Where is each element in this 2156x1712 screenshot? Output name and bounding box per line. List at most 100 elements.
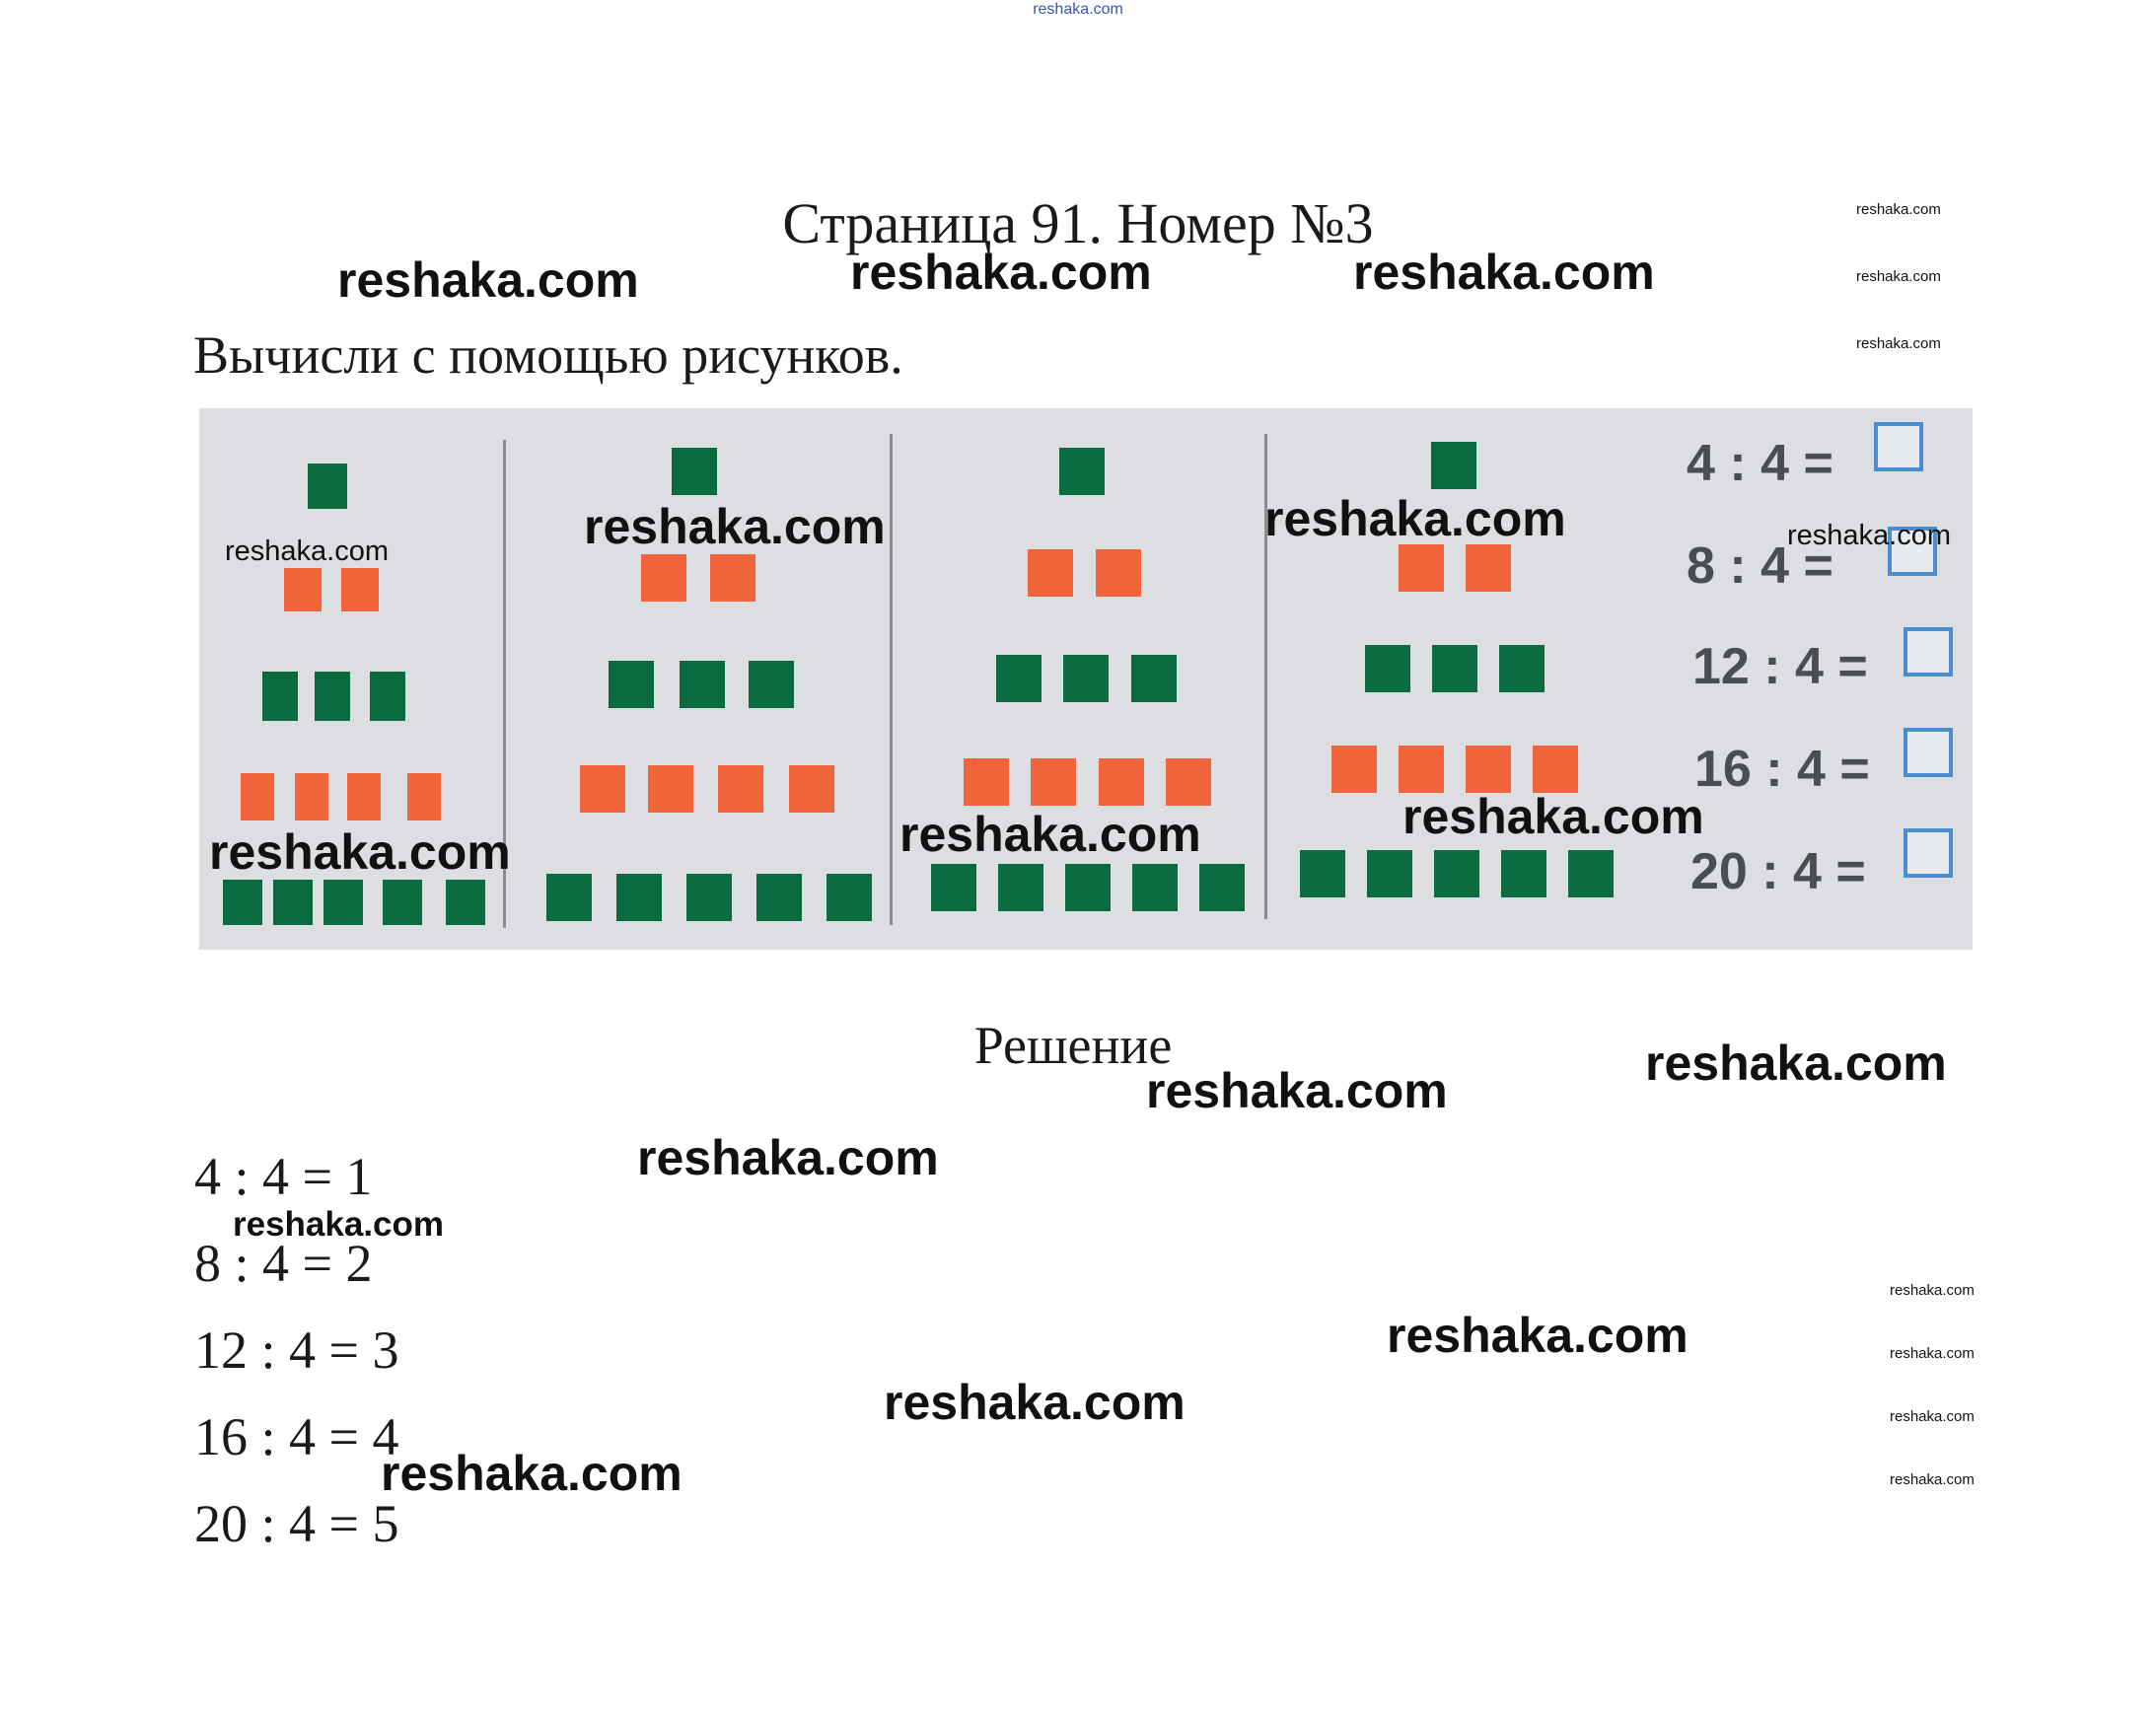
- watermark: reshaka.com: [1856, 268, 1941, 285]
- watermark: reshaka.com: [1890, 1345, 1975, 1362]
- figure-divider: [503, 440, 506, 928]
- orange-square: [648, 765, 693, 813]
- green-square: [1568, 850, 1614, 897]
- orange-square: [1466, 746, 1511, 793]
- watermark: reshaka.com: [1787, 520, 1952, 551]
- watermark: reshaka.com: [884, 1375, 1186, 1430]
- green-square: [1434, 850, 1479, 897]
- green-square: [749, 661, 794, 708]
- watermark: reshaka.com: [1890, 1282, 1975, 1299]
- answer-line: 4 : 4 = 1: [194, 1147, 373, 1206]
- watermark: reshaka.com: [1402, 789, 1704, 844]
- watermark: reshaka.com: [637, 1130, 939, 1185]
- green-square: [756, 874, 802, 921]
- orange-square: [1031, 758, 1076, 806]
- orange-square: [789, 765, 834, 813]
- orange-square: [1099, 758, 1144, 806]
- green-square: [1131, 655, 1177, 702]
- answer-line: 8 : 4 = 2: [194, 1234, 373, 1293]
- page-title: Страница 91. Номер №3: [782, 191, 1374, 255]
- green-square: [383, 880, 422, 925]
- figure-divider: [890, 434, 893, 925]
- watermark: reshaka.com: [1353, 245, 1655, 300]
- answer-box: [1904, 627, 1953, 677]
- watermark: reshaka.com: [1146, 1063, 1448, 1118]
- green-square: [616, 874, 662, 921]
- watermark: reshaka.com: [1890, 1408, 1975, 1425]
- watermark: reshaka.com: [1264, 491, 1566, 546]
- orange-square: [1399, 544, 1444, 592]
- orange-square: [407, 773, 441, 820]
- answer-box: [1904, 728, 1953, 777]
- green-square: [1063, 655, 1109, 702]
- figure-equation: 8 : 4 =: [1687, 537, 1833, 595]
- green-square: [1059, 448, 1105, 495]
- green-square: [1065, 864, 1111, 911]
- green-square: [446, 880, 485, 925]
- orange-square: [718, 765, 763, 813]
- figure-equation: 12 : 4 =: [1692, 638, 1868, 695]
- green-square: [308, 464, 347, 509]
- green-square: [1132, 864, 1178, 911]
- answer-line: 16 : 4 = 4: [194, 1407, 399, 1466]
- green-square: [1501, 850, 1546, 897]
- green-square: [262, 672, 298, 721]
- watermark: reshaka.com: [381, 1446, 683, 1501]
- watermark: reshaka.com: [850, 245, 1152, 300]
- figure-equation: 16 : 4 =: [1694, 741, 1870, 798]
- figure-divider: [1264, 434, 1267, 919]
- watermark: reshaka.com: [209, 824, 511, 880]
- watermark: reshaka.com: [584, 499, 886, 554]
- task-figure: 4 : 4 = 8 : 4 = 12 : 4 = 16 : 4 = 20 : 4…: [199, 408, 1973, 950]
- green-square: [680, 661, 725, 708]
- answer-box: [1888, 527, 1937, 576]
- task-text: Вычисли с помощью рисунков.: [193, 325, 903, 385]
- green-square: [1499, 645, 1545, 692]
- orange-square: [295, 773, 328, 820]
- answer-line: 20 : 4 = 5: [194, 1494, 399, 1553]
- watermark: reshaka.com: [1856, 201, 1941, 218]
- orange-square: [1028, 549, 1073, 597]
- watermark: reshaka.com: [337, 252, 639, 308]
- green-square: [370, 672, 405, 721]
- orange-square: [341, 568, 379, 611]
- green-square: [1300, 850, 1345, 897]
- green-square: [223, 880, 262, 925]
- orange-square: [1466, 544, 1511, 592]
- orange-square: [1166, 758, 1211, 806]
- orange-square: [641, 554, 686, 602]
- green-square: [826, 874, 872, 921]
- figure-equation: 20 : 4 =: [1690, 843, 1866, 900]
- watermark: reshaka.com: [1645, 1035, 1947, 1091]
- green-square: [1431, 442, 1476, 489]
- green-square: [1365, 645, 1410, 692]
- green-square: [546, 874, 592, 921]
- orange-square: [241, 773, 274, 820]
- orange-square: [347, 773, 381, 820]
- orange-square: [964, 758, 1009, 806]
- solution-heading: Решение: [973, 1016, 1173, 1075]
- green-square: [609, 661, 654, 708]
- green-square: [686, 874, 732, 921]
- figure-equation: 4 : 4 =: [1687, 435, 1833, 492]
- green-square: [1367, 850, 1412, 897]
- orange-square: [284, 568, 322, 611]
- watermark: reshaka.com: [225, 535, 390, 567]
- green-square: [931, 864, 976, 911]
- orange-square: [1096, 549, 1141, 597]
- green-square: [672, 448, 717, 495]
- watermark: reshaka.com: [1890, 1471, 1975, 1488]
- green-square: [996, 655, 1042, 702]
- green-square: [1199, 864, 1245, 911]
- watermark: reshaka.com: [1856, 335, 1941, 352]
- orange-square: [1533, 746, 1578, 793]
- green-square: [1432, 645, 1477, 692]
- site-header-link[interactable]: reshaka.com: [1033, 1, 1123, 18]
- watermark: reshaka.com: [1387, 1308, 1689, 1363]
- green-square: [323, 880, 363, 925]
- watermark: reshaka.com: [233, 1205, 445, 1244]
- watermark: reshaka.com: [899, 807, 1201, 862]
- green-square: [315, 672, 350, 721]
- orange-square: [710, 554, 755, 602]
- green-square: [998, 864, 1043, 911]
